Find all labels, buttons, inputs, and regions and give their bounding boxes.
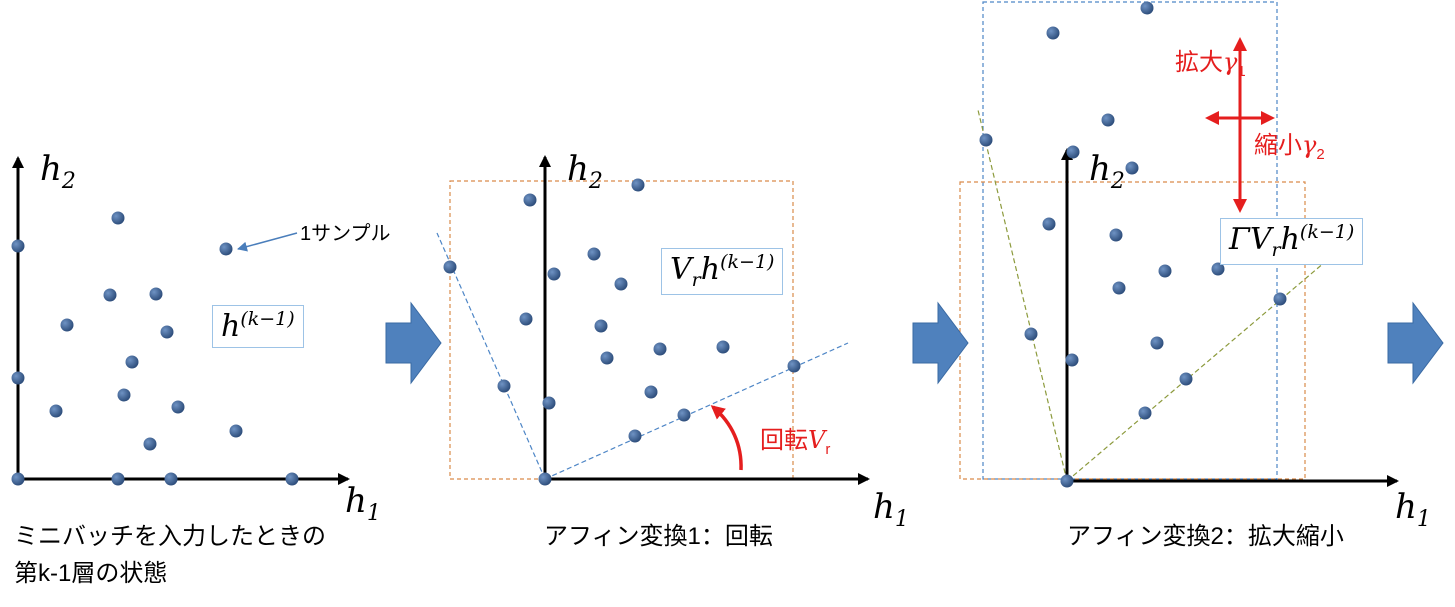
sample-point [631,178,645,192]
sample-point [219,242,233,256]
sample-point [497,379,511,393]
sample-point [171,400,185,414]
sample-point [1046,26,1060,40]
sample-point [1179,372,1193,386]
sample-point [285,472,299,486]
sample-point [547,267,561,281]
panel3-points [979,1,1287,488]
sample-point [1065,353,1079,367]
sample-point [653,342,667,356]
sample-point [1211,262,1225,276]
panel2-h1-label: h1 [873,487,909,532]
sample-point [614,277,628,291]
transition-arrow-3 [1387,301,1444,385]
panel3-caption: アフィン変換2：拡大縮小 [1067,523,1344,550]
sample-point [600,351,614,365]
panel2-points [443,178,801,486]
sample-point [11,371,25,385]
sample-point [1109,228,1123,242]
sample-point [628,429,642,443]
sample-point [143,437,157,451]
sample-point [111,472,125,486]
sample-point [1138,406,1152,420]
sample-point [443,260,457,274]
shrink-label: 縮小γ2 [1254,131,1325,163]
sample-point [117,388,131,402]
panel3-axes [1061,148,1399,487]
sample-point [160,325,174,339]
sample-point [1125,161,1139,175]
panel1-caption-line2: 第k-1層の状態 [14,560,168,587]
panel1-points [11,211,299,486]
sample-point [587,247,601,261]
panel2-axes [539,155,870,485]
sample-point [677,408,691,422]
panel2-caption: アフィン変換1：回転 [544,523,773,550]
rotation-label: 回転Vr [760,426,831,458]
transition-arrow-1 [385,301,442,385]
sample-point [149,287,163,301]
sample-point [111,211,125,225]
rotation-arrow [710,405,743,471]
sample-point [594,319,608,333]
sample-point [1101,113,1115,127]
panel2-h2-label: h2 [567,149,603,194]
sample-pointer [237,232,298,252]
panel2-formula-box: Vrh(k−1) [661,248,784,295]
panel3-formula-box: ΓVrh(k−1) [1220,218,1364,265]
sample-point [538,472,552,486]
panel3-h1-label: h1 [1395,487,1431,532]
panel1-h1-label: h1 [345,481,381,526]
sample-point [229,424,243,438]
sample-point [164,472,178,486]
sample-point [1066,145,1080,159]
sample-point [1024,327,1038,341]
sample-note: 1サンプル [300,223,391,245]
sample-point [1140,1,1154,15]
sample-point [60,318,74,332]
sample-point [542,396,556,410]
sample-point [523,193,537,207]
sample-point [49,404,63,418]
sample-point [1112,281,1126,295]
panel1-formula-box: h(k−1) [212,305,304,348]
transition-arrow-2 [912,301,969,385]
scale-arrows [1205,37,1275,213]
panel1-h2-label: h2 [40,149,76,194]
sample-point [1158,264,1172,278]
expand-label: 拡大γ1 [1175,48,1246,80]
sample-point [787,359,801,373]
sample-point [979,133,993,147]
sample-point [1273,292,1287,306]
sample-point [125,355,139,369]
sample-point [1060,474,1074,488]
panel1-caption-line1: ミニバッチを入力したときの [14,523,326,550]
sample-point [1150,336,1164,350]
sample-point [519,312,533,326]
sample-point [103,288,117,302]
sample-point [1042,217,1056,231]
panel3-h2-label: h2 [1089,149,1125,194]
sample-point [644,385,658,399]
sample-point [11,239,25,253]
sample-point [11,472,25,486]
sample-point [716,340,730,354]
